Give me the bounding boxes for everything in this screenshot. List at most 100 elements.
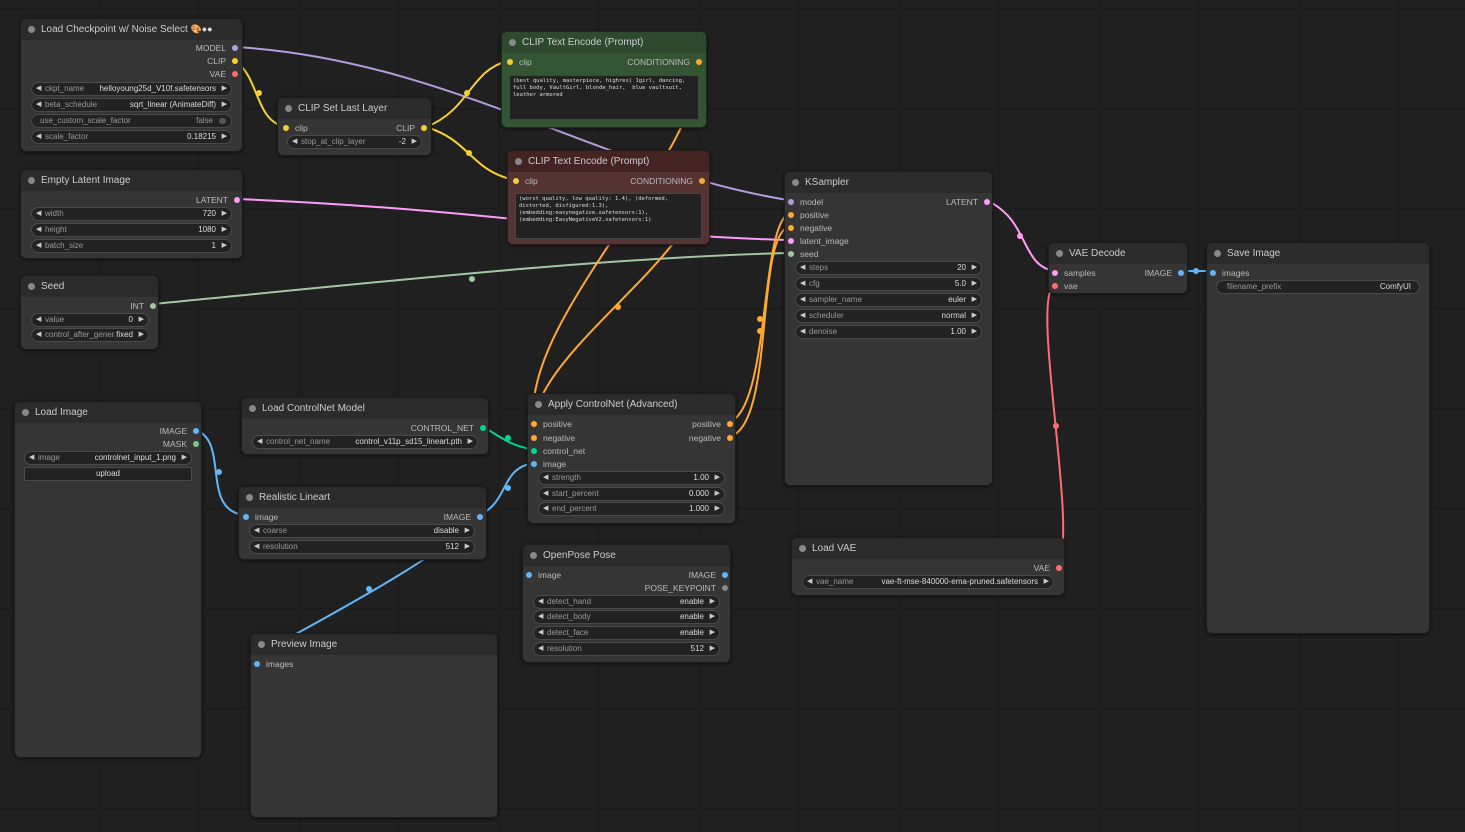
left-arrow-icon[interactable]: ◀ bbox=[543, 474, 549, 481]
pin-dot[interactable] bbox=[531, 421, 537, 427]
left-arrow-icon[interactable]: ◀ bbox=[257, 438, 263, 445]
pin-dot[interactable] bbox=[1052, 270, 1058, 276]
pin-dot[interactable] bbox=[788, 251, 794, 257]
output-conditioning[interactable]: CONDITIONING bbox=[630, 176, 705, 186]
left-arrow-icon[interactable]: ◀ bbox=[36, 226, 42, 233]
pin-dot[interactable] bbox=[722, 585, 728, 591]
input-latent-image[interactable]: latent_image bbox=[788, 236, 849, 246]
pin-dot[interactable] bbox=[531, 448, 537, 454]
node-title[interactable]: Seed bbox=[21, 276, 158, 297]
output-clip[interactable]: CLIP bbox=[207, 56, 238, 66]
collapse-dot[interactable] bbox=[1214, 250, 1221, 257]
left-arrow-icon[interactable]: ◀ bbox=[800, 280, 806, 287]
input-samples[interactable]: samples bbox=[1052, 268, 1096, 278]
output-latent[interactable]: LATENT bbox=[946, 197, 990, 207]
left-arrow-icon[interactable]: ◀ bbox=[36, 133, 42, 140]
input-negative[interactable]: negative bbox=[531, 433, 575, 443]
input-positive[interactable]: positive bbox=[788, 210, 829, 220]
right-arrow-icon[interactable]: ▶ bbox=[221, 242, 227, 249]
output-vae[interactable]: VAE bbox=[1034, 563, 1062, 573]
left-arrow-icon[interactable]: ◀ bbox=[36, 85, 42, 92]
right-arrow-icon[interactable]: ▶ bbox=[221, 101, 227, 108]
node-clip-set-last-layer[interactable]: CLIP Set Last Layer clip CLIP ◀stop_at_c… bbox=[277, 97, 432, 156]
left-arrow-icon[interactable]: ◀ bbox=[36, 210, 42, 217]
right-arrow-icon[interactable]: ▶ bbox=[221, 226, 227, 233]
pin-dot[interactable] bbox=[254, 661, 260, 667]
pin-dot[interactable] bbox=[234, 197, 240, 203]
node-title[interactable]: Load VAE bbox=[792, 538, 1064, 559]
left-arrow-icon[interactable]: ◀ bbox=[543, 505, 549, 512]
output-control-net[interactable]: CONTROL_NET bbox=[411, 423, 486, 433]
input-positive[interactable]: positive bbox=[531, 419, 572, 429]
node-title[interactable]: Apply ControlNet (Advanced) bbox=[528, 394, 735, 415]
node-title[interactable]: Realistic Lineart bbox=[239, 487, 486, 508]
output-pose-keypoint[interactable]: POSE_KEYPOINT bbox=[645, 583, 728, 593]
collapse-dot[interactable] bbox=[28, 283, 35, 290]
left-arrow-icon[interactable]: ◀ bbox=[292, 138, 298, 145]
collapse-dot[interactable] bbox=[246, 494, 253, 501]
pin-dot[interactable] bbox=[1052, 283, 1058, 289]
pin-dot[interactable] bbox=[150, 303, 156, 309]
right-arrow-icon[interactable]: ▶ bbox=[971, 264, 977, 271]
input-control-net[interactable]: control_net bbox=[531, 446, 585, 456]
node-title[interactable]: Save Image bbox=[1207, 243, 1429, 264]
right-arrow-icon[interactable]: ▶ bbox=[411, 138, 417, 145]
right-arrow-icon[interactable]: ▶ bbox=[1043, 578, 1049, 585]
collapse-dot[interactable] bbox=[28, 177, 35, 184]
pin-dot[interactable] bbox=[727, 435, 733, 441]
pin-dot[interactable] bbox=[788, 212, 794, 218]
right-arrow-icon[interactable]: ▶ bbox=[221, 133, 227, 140]
pin-dot[interactable] bbox=[1056, 565, 1062, 571]
pin-dot[interactable] bbox=[480, 425, 486, 431]
node-preview-image[interactable]: Preview Image images bbox=[250, 633, 498, 818]
node-title[interactable]: VAE Decode bbox=[1049, 243, 1187, 264]
collapse-dot[interactable] bbox=[1056, 250, 1063, 257]
pin-dot[interactable] bbox=[513, 178, 519, 184]
node-vae-decode[interactable]: VAE Decode samples vae IMAGE bbox=[1048, 242, 1188, 294]
left-arrow-icon[interactable]: ◀ bbox=[36, 331, 42, 338]
node-title[interactable]: KSampler bbox=[785, 172, 992, 193]
node-title[interactable]: Load ControlNet Model bbox=[242, 398, 488, 419]
output-int[interactable]: INT bbox=[130, 301, 156, 311]
right-arrow-icon[interactable]: ▶ bbox=[971, 312, 977, 319]
node-load-checkpoint[interactable]: Load Checkpoint w/ Noise Select 🎨●● MODE… bbox=[20, 18, 243, 152]
left-arrow-icon[interactable]: ◀ bbox=[807, 578, 813, 585]
left-arrow-icon[interactable]: ◀ bbox=[538, 613, 544, 620]
left-arrow-icon[interactable]: ◀ bbox=[538, 629, 544, 636]
upload-button[interactable]: upload bbox=[24, 467, 192, 481]
output-vae[interactable]: VAE bbox=[210, 69, 238, 79]
node-title[interactable]: Preview Image bbox=[251, 634, 497, 655]
pin-dot[interactable] bbox=[531, 461, 537, 467]
input-image[interactable]: image bbox=[531, 459, 566, 469]
node-title[interactable]: CLIP Set Last Layer bbox=[278, 98, 431, 119]
node-openpose-pose[interactable]: OpenPose Pose image IMAGE POSE_KEYPOINT … bbox=[522, 544, 731, 663]
left-arrow-icon[interactable]: ◀ bbox=[800, 296, 806, 303]
collapse-dot[interactable] bbox=[249, 405, 256, 412]
right-arrow-icon[interactable]: ▶ bbox=[709, 598, 715, 605]
left-arrow-icon[interactable]: ◀ bbox=[29, 454, 35, 461]
pin-dot[interactable] bbox=[283, 125, 289, 131]
right-arrow-icon[interactable]: ▶ bbox=[221, 85, 227, 92]
pin-dot[interactable] bbox=[193, 441, 199, 447]
pin-dot[interactable] bbox=[232, 58, 238, 64]
node-title[interactable]: Load Image bbox=[15, 402, 201, 423]
right-arrow-icon[interactable]: ▶ bbox=[464, 543, 470, 550]
left-arrow-icon[interactable]: ◀ bbox=[800, 264, 806, 271]
widget-stop-at-clip-layer[interactable]: ◀stop_at_clip_layer-2▶ bbox=[287, 135, 422, 149]
right-arrow-icon[interactable]: ▶ bbox=[971, 296, 977, 303]
output-negative[interactable]: negative bbox=[689, 433, 733, 443]
output-positive[interactable]: positive bbox=[692, 419, 733, 429]
node-title[interactable]: CLIP Text Encode (Prompt) bbox=[508, 151, 709, 172]
pin-dot[interactable] bbox=[1178, 270, 1184, 276]
